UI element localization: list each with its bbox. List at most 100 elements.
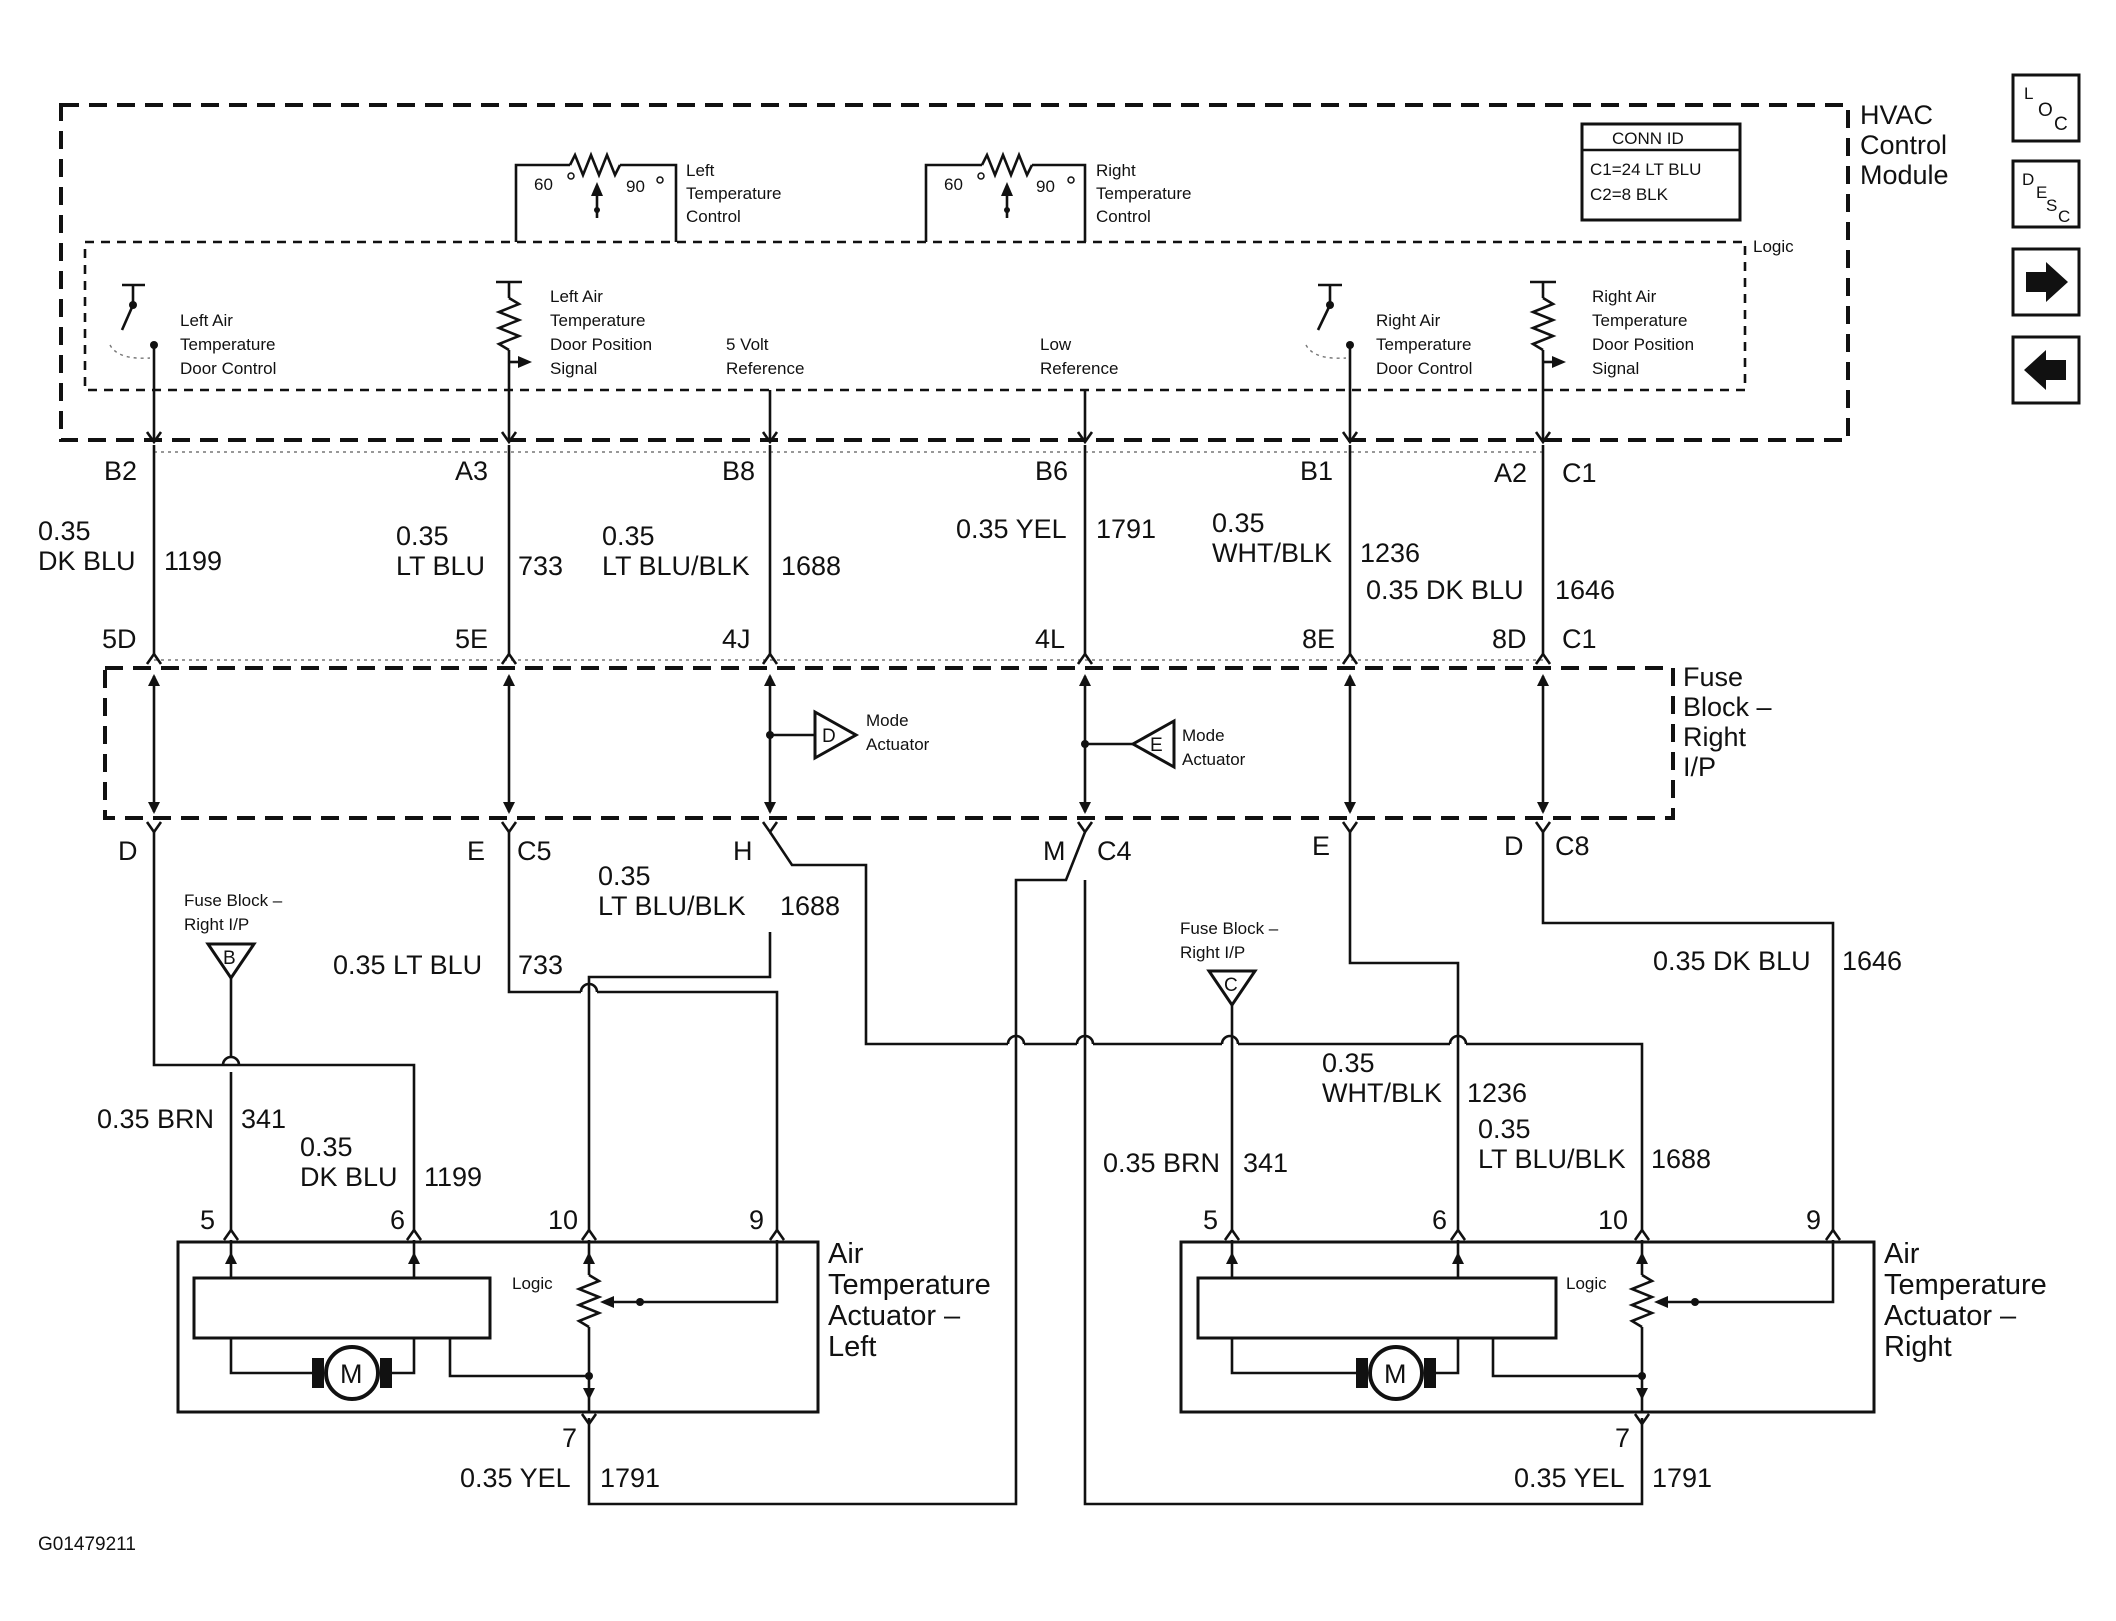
act-left-logic: Logic: [512, 1274, 553, 1293]
fuse-bpin-h: H: [733, 836, 753, 866]
conn-id-box: CONN ID C1=24 LT BLU C2=8 BLK: [1580, 122, 1742, 222]
hvac-pin-labels: B2 A3 B8 B6 B1 A2 C1: [104, 456, 1597, 488]
lt-blu-blk-circuit: 1688: [780, 891, 840, 921]
left-door-position-sensor: Left Air Temperature Door Position Signa…: [495, 280, 652, 440]
act-left-pin-5: 5: [200, 1205, 215, 1235]
desc-button[interactable]: D E S C: [2011, 159, 2081, 229]
yel-l-label: 0.35 YEL: [460, 1463, 571, 1493]
fuse-pin-c1: C1: [1562, 624, 1597, 654]
fuse-title-l2: Block –: [1683, 692, 1772, 722]
mode-e-label-l2: Actuator: [1182, 750, 1246, 769]
splice-b-label-l2: Right I/P: [184, 915, 249, 934]
hvac-title-line2: Control: [1860, 130, 1947, 160]
act-left-title-l1: Air: [828, 1238, 864, 1270]
loc-letter-l: L: [2024, 84, 2033, 103]
fuse-bpin-m: M: [1043, 836, 1066, 866]
w5-color: WHT/BLK: [1212, 538, 1332, 568]
loc-letter-c: C: [2054, 114, 2068, 135]
upper-harness-wires: 0.35 DK BLU 1199 0.35 LT BLU 733 0.35 LT…: [38, 445, 1615, 655]
fuse-bpin-e-left: E: [467, 836, 485, 866]
mode-d-letter: D: [822, 726, 836, 747]
right-door-control-switch: Right Air Temperature Door Control: [1305, 283, 1472, 440]
left-pot-low: 60: [534, 175, 553, 194]
brn-r-circuit: 341: [1243, 1148, 1288, 1178]
fuse-bpin-c8: C8: [1555, 831, 1590, 861]
figure-id: G01479211: [38, 1534, 136, 1555]
conn-id-header: CONN ID: [1612, 129, 1684, 148]
right-door-signal-l1: Right Air: [1592, 287, 1657, 306]
right-door-control-l3: Door Control: [1376, 359, 1472, 378]
five-volt-l1: 5 Volt: [726, 335, 769, 354]
w2-color: LT BLU: [396, 551, 485, 581]
hvac-pin-b2: B2: [104, 456, 137, 486]
splice-c-letter: C: [1224, 975, 1238, 996]
loc-button[interactable]: L O C: [2011, 73, 2081, 143]
brn-r-label: 0.35 BRN: [1103, 1148, 1220, 1178]
w1-color: DK BLU: [38, 546, 136, 576]
fuse-pin-4j: 4J: [722, 624, 751, 654]
yel-r-label: 0.35 YEL: [1514, 1463, 1625, 1493]
five-volt-l2: Reference: [726, 359, 804, 378]
act-right-pin-7: 7: [1615, 1423, 1630, 1453]
fuse-bpin-e-right: E: [1312, 831, 1330, 861]
w3-gauge: 0.35: [602, 521, 655, 551]
lt-blu-blk-r-circuit: 1688: [1651, 1144, 1711, 1174]
lt-blu-circuit: 733: [518, 950, 563, 980]
left-door-signal-l1: Left Air: [550, 287, 603, 306]
fuse-pin-5d: 5D: [102, 624, 137, 654]
right-pot-low: 60: [944, 175, 963, 194]
left-door-control-l2: Temperature: [180, 335, 275, 354]
fuse-bottom-pin-labels: D E C5 H M C4 E D C8: [118, 831, 1590, 866]
right-temperature-control: 60 90 Right Temperature Control: [924, 151, 1191, 242]
fuse-pin-5e: 5E: [455, 624, 488, 654]
left-door-signal-l2: Temperature: [550, 311, 645, 330]
desc-letter-d: D: [2022, 170, 2034, 189]
mode-actuator-e-connector: E Mode Actuator: [1081, 718, 1246, 770]
w1-gauge: 0.35: [38, 516, 91, 546]
act-left-pin-6: 6: [390, 1205, 405, 1235]
w3-color: LT BLU/BLK: [602, 551, 750, 581]
right-door-position-sensor: Right Air Temperature Door Position Sign…: [1529, 280, 1694, 440]
hvac-pin-b8: B8: [722, 456, 755, 486]
fuse-block-right-ip: Fuse Block – Right I/P: [103, 662, 1772, 820]
act-right-title-l1: Air: [1884, 1238, 1920, 1270]
left-temp-control-l3: Control: [686, 207, 741, 226]
air-temperature-actuator-left: Air Temperature Actuator – Left 5 6 10 9…: [176, 1205, 991, 1453]
dk-blu-l-color: DK BLU: [300, 1162, 398, 1192]
right-door-signal-l3: Door Position: [1592, 335, 1694, 354]
splice-b-ground: B Fuse Block – Right I/P: [184, 891, 283, 1230]
lower-harness-wires: B Fuse Block – Right I/P C Fuse Block – …: [97, 831, 1902, 1506]
dk-blu-l-gauge: 0.35: [300, 1132, 353, 1162]
mode-e-letter: E: [1150, 735, 1163, 756]
act-left-pin-10: 10: [548, 1205, 578, 1235]
w4-label: 0.35 YEL: [956, 514, 1067, 544]
hvac-logic-label: Logic: [1753, 237, 1794, 256]
hvac-pin-a2: A2: [1494, 458, 1527, 488]
w2-gauge: 0.35: [396, 521, 449, 551]
right-temp-control-l1: Right: [1096, 161, 1136, 180]
act-right-pin-10: 10: [1598, 1205, 1628, 1235]
fuse-bottom-arrows: [145, 821, 1552, 835]
left-temperature-control: 60 90 Left Temperature Control: [514, 151, 781, 242]
conn-id-c1: C1=24 LT BLU: [1590, 160, 1701, 179]
right-door-signal-l2: Temperature: [1592, 311, 1687, 330]
dk-blu-r-label: 0.35 DK BLU: [1653, 946, 1811, 976]
prev-button[interactable]: [2011, 335, 2081, 405]
fuse-internal-lines: [148, 674, 1549, 814]
wht-blk-r-gauge: 0.35: [1322, 1048, 1375, 1078]
act-right-title-l3: Actuator –: [1884, 1300, 2017, 1332]
lt-blu-blk-r-gauge: 0.35: [1478, 1114, 1531, 1144]
act-right-title-l2: Temperature: [1884, 1269, 2047, 1301]
desc-letter-c: C: [2058, 207, 2070, 226]
left-arrow-icon: [2024, 350, 2066, 390]
act-right-pin-6: 6: [1432, 1205, 1447, 1235]
mode-e-label-l1: Mode: [1182, 726, 1225, 745]
act-left-pin-7: 7: [562, 1423, 577, 1453]
fuse-bpin-d-left: D: [118, 836, 138, 866]
next-button[interactable]: [2011, 247, 2081, 317]
fuse-title-l4: I/P: [1683, 752, 1716, 782]
mode-actuator-d-connector: D Mode Actuator: [766, 709, 930, 761]
act-left-title-l4: Left: [828, 1331, 876, 1363]
right-door-signal-l4: Signal: [1592, 359, 1639, 378]
fuse-bpin-c5: C5: [517, 836, 552, 866]
